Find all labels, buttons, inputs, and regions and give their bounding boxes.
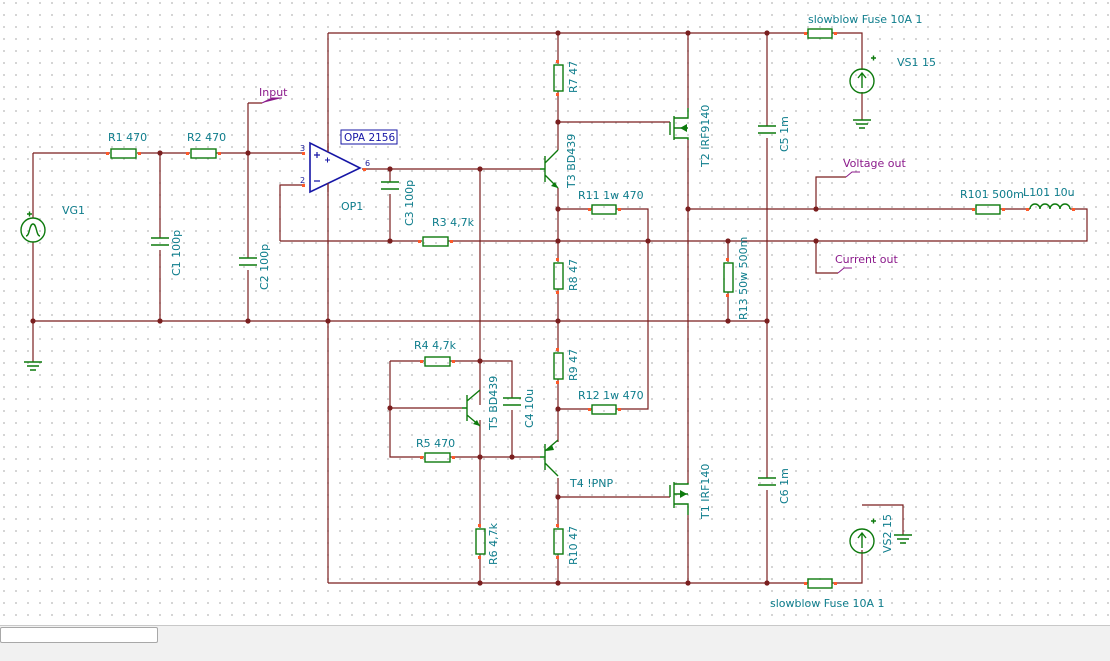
t2-mosfet[interactable] [669, 108, 689, 140]
vs2-source[interactable] [849, 518, 876, 554]
l101-label: L101 10u [1023, 186, 1075, 199]
vs1-source[interactable] [849, 55, 876, 94]
voltage-out-port[interactable] [845, 171, 860, 178]
c6-label: C6 1m [778, 468, 791, 504]
c4-label: C4 10u [523, 389, 536, 428]
opa-label-box [340, 129, 398, 145]
t1-mosfet[interactable] [669, 482, 689, 515]
l101-inductor[interactable] [1029, 203, 1071, 210]
c5-capacitor[interactable] [758, 125, 776, 134]
t5-transistor[interactable] [462, 389, 481, 427]
r13-resistor[interactable] [723, 262, 734, 293]
c4-capacitor[interactable] [503, 397, 521, 406]
c3-label: C3 100p [403, 180, 416, 226]
ground-symbol-vg1 [24, 361, 42, 371]
r1-label: R1 470 [108, 131, 147, 144]
ground-symbol-vs2 [894, 534, 912, 544]
r8-label: R8 47 [567, 259, 580, 291]
vs2-label: VS2 15 [881, 514, 894, 553]
fuse-top-label: slowblow Fuse 10A 1 [808, 13, 923, 26]
t1-label: T1 IRF140 [699, 464, 712, 520]
r3-resistor[interactable] [422, 236, 449, 247]
c2-label: C2 100p [258, 244, 271, 290]
r13-label: R13 50w 500m [737, 237, 750, 320]
current-out-port[interactable] [837, 267, 852, 274]
opamp-op1[interactable] [309, 141, 362, 194]
vg1-label: VG1 [62, 204, 85, 217]
t3-label: T3 BD439 [565, 134, 578, 189]
r4-label: R4 4,7k [414, 339, 457, 352]
fuse-bottom[interactable] [807, 578, 833, 589]
c5-label: C5 1m [778, 116, 791, 152]
r2-resistor[interactable] [190, 148, 217, 159]
t5-label: T5 BD439 [487, 376, 500, 431]
schematic-canvas[interactable]: VG1 R1 470 R2 470 C1 100p C2 100p Input … [0, 0, 1110, 625]
r5-resistor[interactable] [424, 452, 451, 463]
schematic: VG1 R1 470 R2 470 C1 100p C2 100p Input … [20, 13, 1088, 610]
r7-label: R7 47 [567, 61, 580, 93]
r3-label: R3 4,7k [432, 216, 475, 229]
r6-label: R6 4,7k [487, 522, 500, 565]
r11-label: R11 1w 470 [578, 189, 644, 202]
t4-transistor[interactable] [540, 439, 559, 477]
input-port[interactable] [261, 97, 282, 104]
ground-symbol-vs1 [853, 92, 871, 129]
t2-label: T2 IRF9140 [699, 105, 712, 168]
fuse-bottom-label: slowblow Fuse 10A 1 [770, 597, 885, 610]
r10-resistor[interactable] [553, 528, 564, 555]
c2-capacitor[interactable] [239, 257, 257, 266]
status-input-field[interactable] [0, 627, 158, 643]
r4-resistor[interactable] [424, 356, 451, 367]
opamp-pin6: 6 [365, 159, 370, 168]
r2-label: R2 470 [187, 131, 226, 144]
c1-capacitor[interactable] [151, 237, 169, 246]
vg1-source[interactable] [20, 211, 46, 243]
current-out-label: Current out [835, 253, 899, 266]
t3-transistor[interactable] [540, 149, 559, 189]
r11-resistor[interactable] [591, 204, 617, 215]
vs1-label: VS1 15 [897, 56, 936, 69]
r8-resistor[interactable] [553, 262, 564, 290]
r5-label: R5 470 [416, 437, 455, 450]
c1-label: C1 100p [170, 230, 183, 276]
r101-label: R101 500m [960, 188, 1024, 201]
r7-resistor[interactable] [553, 64, 564, 92]
r12-label: R12 1w 470 [578, 389, 644, 402]
input-label: Input [259, 86, 288, 99]
wires [32, 32, 1088, 584]
status-bar [0, 625, 1110, 661]
junctions [30, 30, 819, 586]
r12-resistor[interactable] [591, 404, 617, 415]
opamp-pin3: 3 [300, 144, 305, 153]
r6-resistor[interactable] [475, 528, 486, 555]
r101-resistor[interactable] [975, 204, 1001, 215]
r1-resistor[interactable] [110, 148, 137, 159]
fuse-top[interactable] [807, 28, 833, 39]
voltage-out-label: Voltage out [843, 157, 906, 170]
r10-label: R10 47 [567, 526, 580, 565]
opamp-pin2: 2 [300, 176, 305, 185]
op1-label: OP1 [341, 200, 363, 213]
c3-capacitor[interactable] [381, 181, 399, 190]
r9-resistor[interactable] [553, 352, 564, 380]
opa-model-label: OPA 2156 [344, 132, 395, 144]
t4-label: T4 !PNP [569, 477, 613, 490]
r9-label: R9 47 [567, 349, 580, 381]
pin-markers [106, 32, 1075, 585]
c6-capacitor[interactable] [758, 477, 776, 486]
